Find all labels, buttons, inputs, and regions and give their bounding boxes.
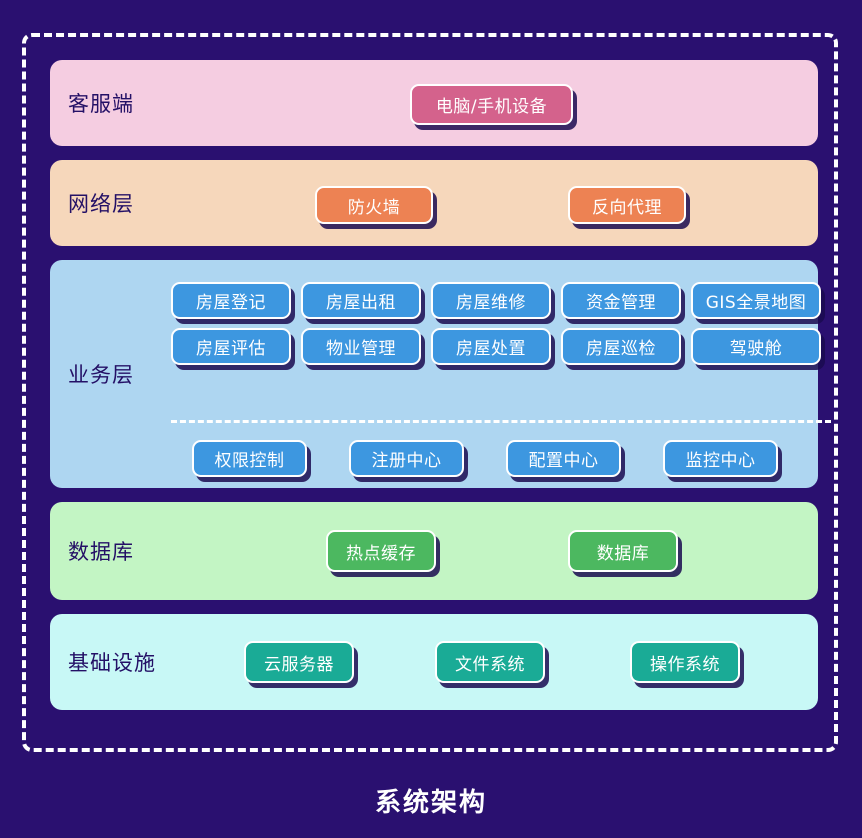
layer-network: 网络层 防火墙 反向代理 [50,160,818,246]
node-database[interactable]: 数据库 [568,530,678,572]
node-fund-management[interactable]: 资金管理 [561,282,681,319]
node-property-management[interactable]: 物业管理 [301,328,421,365]
layer-label-client: 客服端 [68,92,134,116]
node-house-registration[interactable]: 房屋登记 [171,282,291,319]
layer-label-network: 网络层 [68,192,134,216]
node-house-rental[interactable]: 房屋出租 [301,282,421,319]
node-monitoring-center[interactable]: 监控中心 [663,440,778,477]
business-layer-divider [171,420,831,423]
layer-label-database: 数据库 [68,540,134,564]
layer-label-business: 业务层 [68,363,134,387]
node-house-disposal[interactable]: 房屋处置 [431,328,551,365]
node-registry-center[interactable]: 注册中心 [349,440,464,477]
node-house-maintenance[interactable]: 房屋维修 [431,282,551,319]
node-cockpit[interactable]: 驾驶舱 [691,328,821,365]
node-house-inspection[interactable]: 房屋巡检 [561,328,681,365]
node-cloud-server[interactable]: 云服务器 [244,641,354,683]
diagram-title: 系统架构 [374,788,487,818]
node-reverse-proxy[interactable]: 反向代理 [568,186,686,224]
node-house-assessment[interactable]: 房屋评估 [171,328,291,365]
layer-business: 业务层 房屋登记 房屋出租 房屋维修 资金管理 GIS全景地图 房屋评估 物业管… [50,260,831,488]
node-device[interactable]: 电脑/手机设备 [410,84,573,125]
layer-client: 客服端 电脑/手机设备 [50,60,818,146]
node-operating-system[interactable]: 操作系统 [630,641,740,683]
architecture-diagram-frame: 客服端 电脑/手机设备 网络层 防火墙 反向代理 业务层 房屋登记 房屋出租 房… [22,33,838,752]
layer-infrastructure: 基础设施 云服务器 文件系统 操作系统 [50,614,818,710]
layer-label-infrastructure: 基础设施 [68,651,156,675]
node-config-center[interactable]: 配置中心 [506,440,621,477]
node-permission-control[interactable]: 权限控制 [192,440,307,477]
node-file-system[interactable]: 文件系统 [435,641,545,683]
layer-database: 数据库 热点缓存 数据库 [50,502,818,600]
node-gis-panorama-map[interactable]: GIS全景地图 [691,282,821,319]
node-hot-cache[interactable]: 热点缓存 [326,530,436,572]
node-firewall[interactable]: 防火墙 [315,186,433,224]
